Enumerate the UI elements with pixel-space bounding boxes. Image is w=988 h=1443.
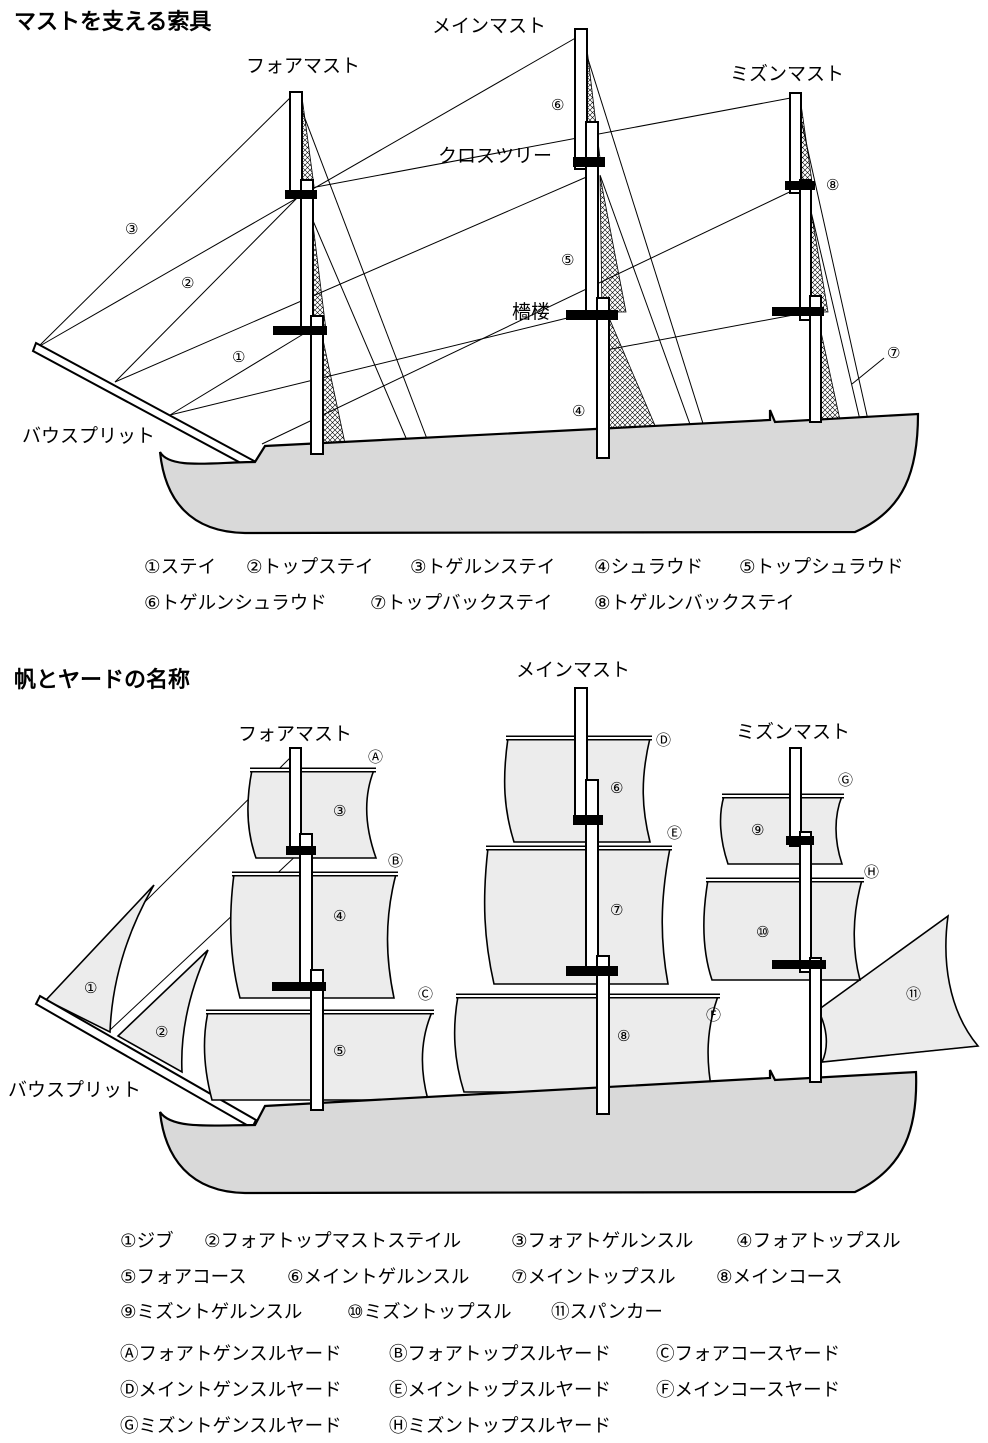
mizzen-mast-2 [772,747,826,1083]
crosstree-label: クロスツリー [438,145,552,167]
sail-mark: ⑧ [617,1027,630,1045]
main-mast-label-2: メインマスト [516,659,630,681]
sail-mark: ⑥ [610,779,623,797]
legend-item: ⑤トップシュラウド [739,557,904,578]
bowsprit-1 [31,341,258,471]
main-mast-1 [566,28,618,459]
legend-item: ⑤フォアコース [120,1267,247,1288]
legend-item: Ⓑフォアトップスルヤード [389,1344,611,1365]
legend-item: ⑦トップバックステイ [370,593,553,614]
legend-item: ②トップステイ [246,557,374,578]
legend-item: Ⓖミズントゲンスルヤード [120,1416,342,1437]
rope-mark: ⑥ [551,96,564,114]
legend-item: ④フォアトップスル [736,1231,901,1252]
hull-2 [158,1069,918,1195]
rope-mark: ⑧ [826,176,839,194]
sail-mark: ① [84,979,97,997]
main-mast-2 [566,687,618,1115]
rope-mark: ⑤ [561,251,574,269]
yard-mark: Ⓗ [864,863,879,881]
rope-mark: ⑦ [887,344,900,362]
hull-1 [158,409,920,535]
mizzen-mast-label-1: ミズンマスト [730,63,844,85]
spanker-sail [816,914,980,1063]
rope-mark: ② [181,274,194,292]
section1-title: マストを支える索具 [14,10,211,35]
legend-item: Ⓒフォアコースヤード [656,1344,840,1365]
sail-mark: ⑨ [751,821,764,839]
sail-mark: ④ [333,907,346,925]
legend-item: Ⓓメイントゲンスルヤード [120,1380,342,1401]
legend-item: ①ジブ [120,1230,174,1252]
legend-item: ⑦メイントップスル [511,1267,676,1288]
fore-mast-label-2: フォアマスト [238,723,352,745]
main-topsail [483,847,671,985]
top-label: 檣楼 [512,301,550,323]
sail-mark: ⑩ [756,923,769,941]
yard-mark: Ⓒ [418,985,433,1003]
yard-mark: Ⓔ [667,824,682,842]
legend-item: Ⓔメイントップスルヤード [389,1380,611,1401]
legend-item: ④シュラウド [594,557,703,578]
rope-mark: ④ [572,402,585,420]
mizzen-topsail [703,879,864,981]
rigging-ropes [37,35,869,453]
legend-item: ⑧メインコース [716,1267,843,1288]
bowsprit-label-2: バウスプリット [8,1079,141,1101]
rope-mark: ① [232,348,245,366]
mizzen-mast-1 [772,92,824,423]
shrouds [301,39,841,457]
fore-mast-2 [272,747,326,1111]
mizzen-topgallant-sail [719,795,844,865]
yard-mark: Ⓐ [368,748,383,766]
sail-mark: ⑦ [610,901,623,919]
legend-item: ⑪スパンカー [551,1302,663,1323]
yard-mark: Ⓖ [838,771,853,789]
fore-topmast-staysail [116,949,209,1074]
jib-sail [44,884,155,1034]
legend-item: ⑥メイントゲルンスル [287,1267,469,1288]
legend-item: ③トゲルンステイ [410,557,555,578]
main-mast-label-1: メインマスト [432,15,546,37]
section2-title: 帆とヤードの名称 [14,667,190,693]
rope-mark: ③ [125,220,138,238]
sail-mark: ⑤ [333,1042,346,1060]
legend-item: ⑧トゲルンバックステイ [594,593,795,614]
fore-topgallant-sail [247,769,378,859]
sail-mark: ② [155,1023,168,1041]
legend-item: ③フォアトゲルンスル [511,1231,693,1252]
bowsprit-label-1: バウスプリット [22,425,155,447]
yard-mark: Ⓑ [388,852,403,870]
yard-mark: Ⓕ [706,1006,721,1024]
legend-item: Ⓕメインコースヤード [656,1380,840,1401]
mizzen-mast-label-2: ミズンマスト [736,721,850,743]
fore-topsail [229,873,398,999]
legend-item: ②フォアトップマストステイル [204,1231,461,1252]
fore-mast-label-1: フォアマスト [246,55,360,77]
fore-mast-1 [273,91,327,455]
legend-item: Ⓗミズントップスルヤード [389,1416,611,1437]
sail-mark: ⑪ [906,985,921,1003]
sail-mark: ③ [333,802,346,820]
legend-item: ⑨ミズントゲルンスル [120,1302,302,1323]
legend-item: ⑥トゲルンシュラウド [144,593,327,614]
yard-mark: Ⓓ [656,731,671,749]
legend-item: Ⓐフォアトゲンスルヤード [120,1344,342,1365]
legend-item: ①ステイ [144,557,216,578]
main-course [453,995,720,1093]
legend-item: ⑩ミズントップスル [347,1302,512,1323]
